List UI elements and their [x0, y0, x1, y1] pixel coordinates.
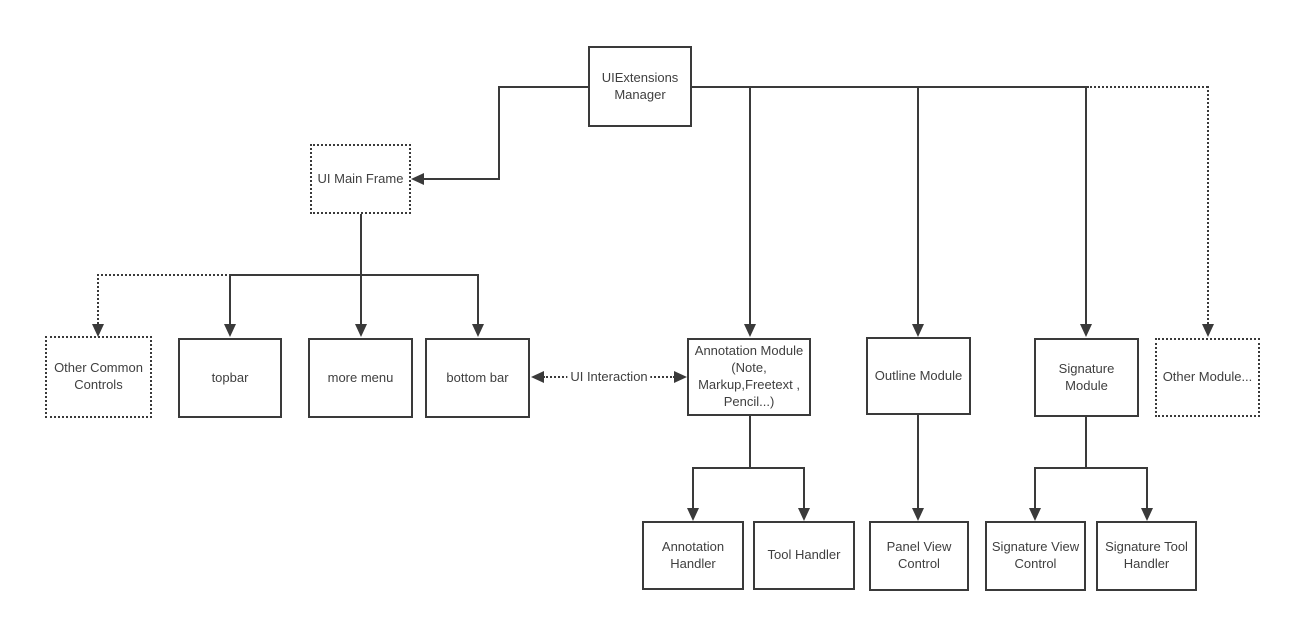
node-label: topbar — [211, 369, 249, 385]
edge-signature-view-control — [1034, 467, 1036, 508]
arrowhead-into-other-common-controls — [92, 324, 104, 337]
edge-trunk-solid — [692, 86, 1087, 88]
arrowhead-into-outline-module — [912, 324, 924, 337]
edge-label-ui-interaction: UI Interaction — [567, 369, 651, 384]
node-annotation-handler: Annotation Handler — [642, 521, 744, 590]
edge-mainframe-branch-solid — [230, 274, 478, 276]
node-label: Other Common Controls — [54, 360, 143, 392]
node-bottom-bar: bottom bar — [425, 338, 530, 418]
node-label: Outline Module — [874, 367, 963, 383]
node-label: Other Module... — [1162, 369, 1253, 385]
node-signature-view-control: Signature View Control — [985, 521, 1086, 591]
edge-annotation-stem — [749, 416, 751, 469]
edge-manager-mainframe-seg2 — [498, 86, 500, 180]
arrowhead-into-annotation-module-left — [674, 371, 687, 383]
arrowhead-into-more-menu — [355, 324, 367, 337]
edge-manager-signature-module — [1085, 86, 1087, 324]
edge-signature-tool-handler — [1146, 467, 1148, 508]
edge-tool-handler — [803, 467, 805, 508]
node-signature-module: Signature Module — [1034, 338, 1139, 417]
node-label: Signature View Control — [991, 539, 1080, 571]
node-label: UI Main Frame — [317, 170, 404, 186]
arrowhead-into-ui-main-frame — [411, 173, 424, 185]
arrowhead-into-signature-module — [1080, 324, 1092, 337]
arrowhead-into-bottom-bar — [472, 324, 484, 337]
edge-annotation-handler — [692, 467, 694, 508]
edge-manager-mainframe-seg3 — [421, 178, 500, 180]
node-label: Panel View Control — [886, 539, 952, 571]
arrowhead-into-signature-tool-handler — [1141, 508, 1153, 521]
edge-manager-outline-module — [917, 86, 919, 324]
edge-mainframe-other-common-controls — [97, 274, 99, 324]
edge-signature-branch — [1034, 467, 1148, 469]
edge-manager-annotation-module — [749, 86, 751, 324]
edge-mainframe-bottom-bar — [477, 274, 479, 324]
node-topbar: topbar — [178, 338, 282, 418]
node-label: Tool Handler — [767, 547, 841, 563]
arrowhead-into-signature-view-control — [1029, 508, 1041, 521]
node-panel-view-control: Panel View Control — [869, 521, 969, 591]
node-label: Signature Tool Handler — [1105, 539, 1188, 571]
arrowhead-into-topbar — [224, 324, 236, 337]
node-signature-tool-handler: Signature Tool Handler — [1096, 521, 1197, 591]
node-label: Annotation Module (Note, Markup,Freetext… — [694, 343, 804, 409]
edge-mainframe-stem — [360, 214, 362, 276]
edge-manager-other-module — [1207, 86, 1209, 324]
arrowhead-into-annotation-handler — [687, 508, 699, 521]
arrowhead-into-bottom-bar-right — [531, 371, 544, 383]
node-more-menu: more menu — [308, 338, 413, 418]
node-label: more menu — [327, 369, 394, 385]
edge-mainframe-more-menu — [360, 274, 362, 324]
edge-mainframe-branch-dotted — [97, 274, 231, 276]
node-label: Signature Module — [1058, 360, 1115, 393]
edge-mainframe-topbar — [229, 274, 231, 324]
arrowhead-into-panel-view-control — [912, 508, 924, 521]
node-label: UIExtensions Manager — [601, 69, 679, 102]
node-tool-handler: Tool Handler — [753, 521, 855, 590]
edge-manager-mainframe-seg1 — [498, 86, 588, 88]
node-label: bottom bar — [446, 369, 509, 385]
edge-trunk-dotted — [1087, 86, 1208, 88]
node-outline-module: Outline Module — [866, 337, 971, 415]
node-ui-main-frame: UI Main Frame — [310, 144, 411, 214]
arrowhead-into-tool-handler — [798, 508, 810, 521]
node-other-common-controls: Other Common Controls — [45, 336, 152, 418]
node-annotation-module: Annotation Module (Note, Markup,Freetext… — [687, 338, 811, 416]
node-uiextensions-manager: UIExtensions Manager — [588, 46, 692, 127]
edge-outline-panel-view — [917, 415, 919, 508]
edge-annotation-branch — [692, 467, 805, 469]
node-other-module: Other Module... — [1155, 338, 1260, 417]
arrowhead-into-annotation-module — [744, 324, 756, 337]
node-label: Annotation Handler — [661, 538, 725, 571]
edge-signature-stem — [1085, 417, 1087, 469]
arrowhead-into-other-module — [1202, 324, 1214, 337]
